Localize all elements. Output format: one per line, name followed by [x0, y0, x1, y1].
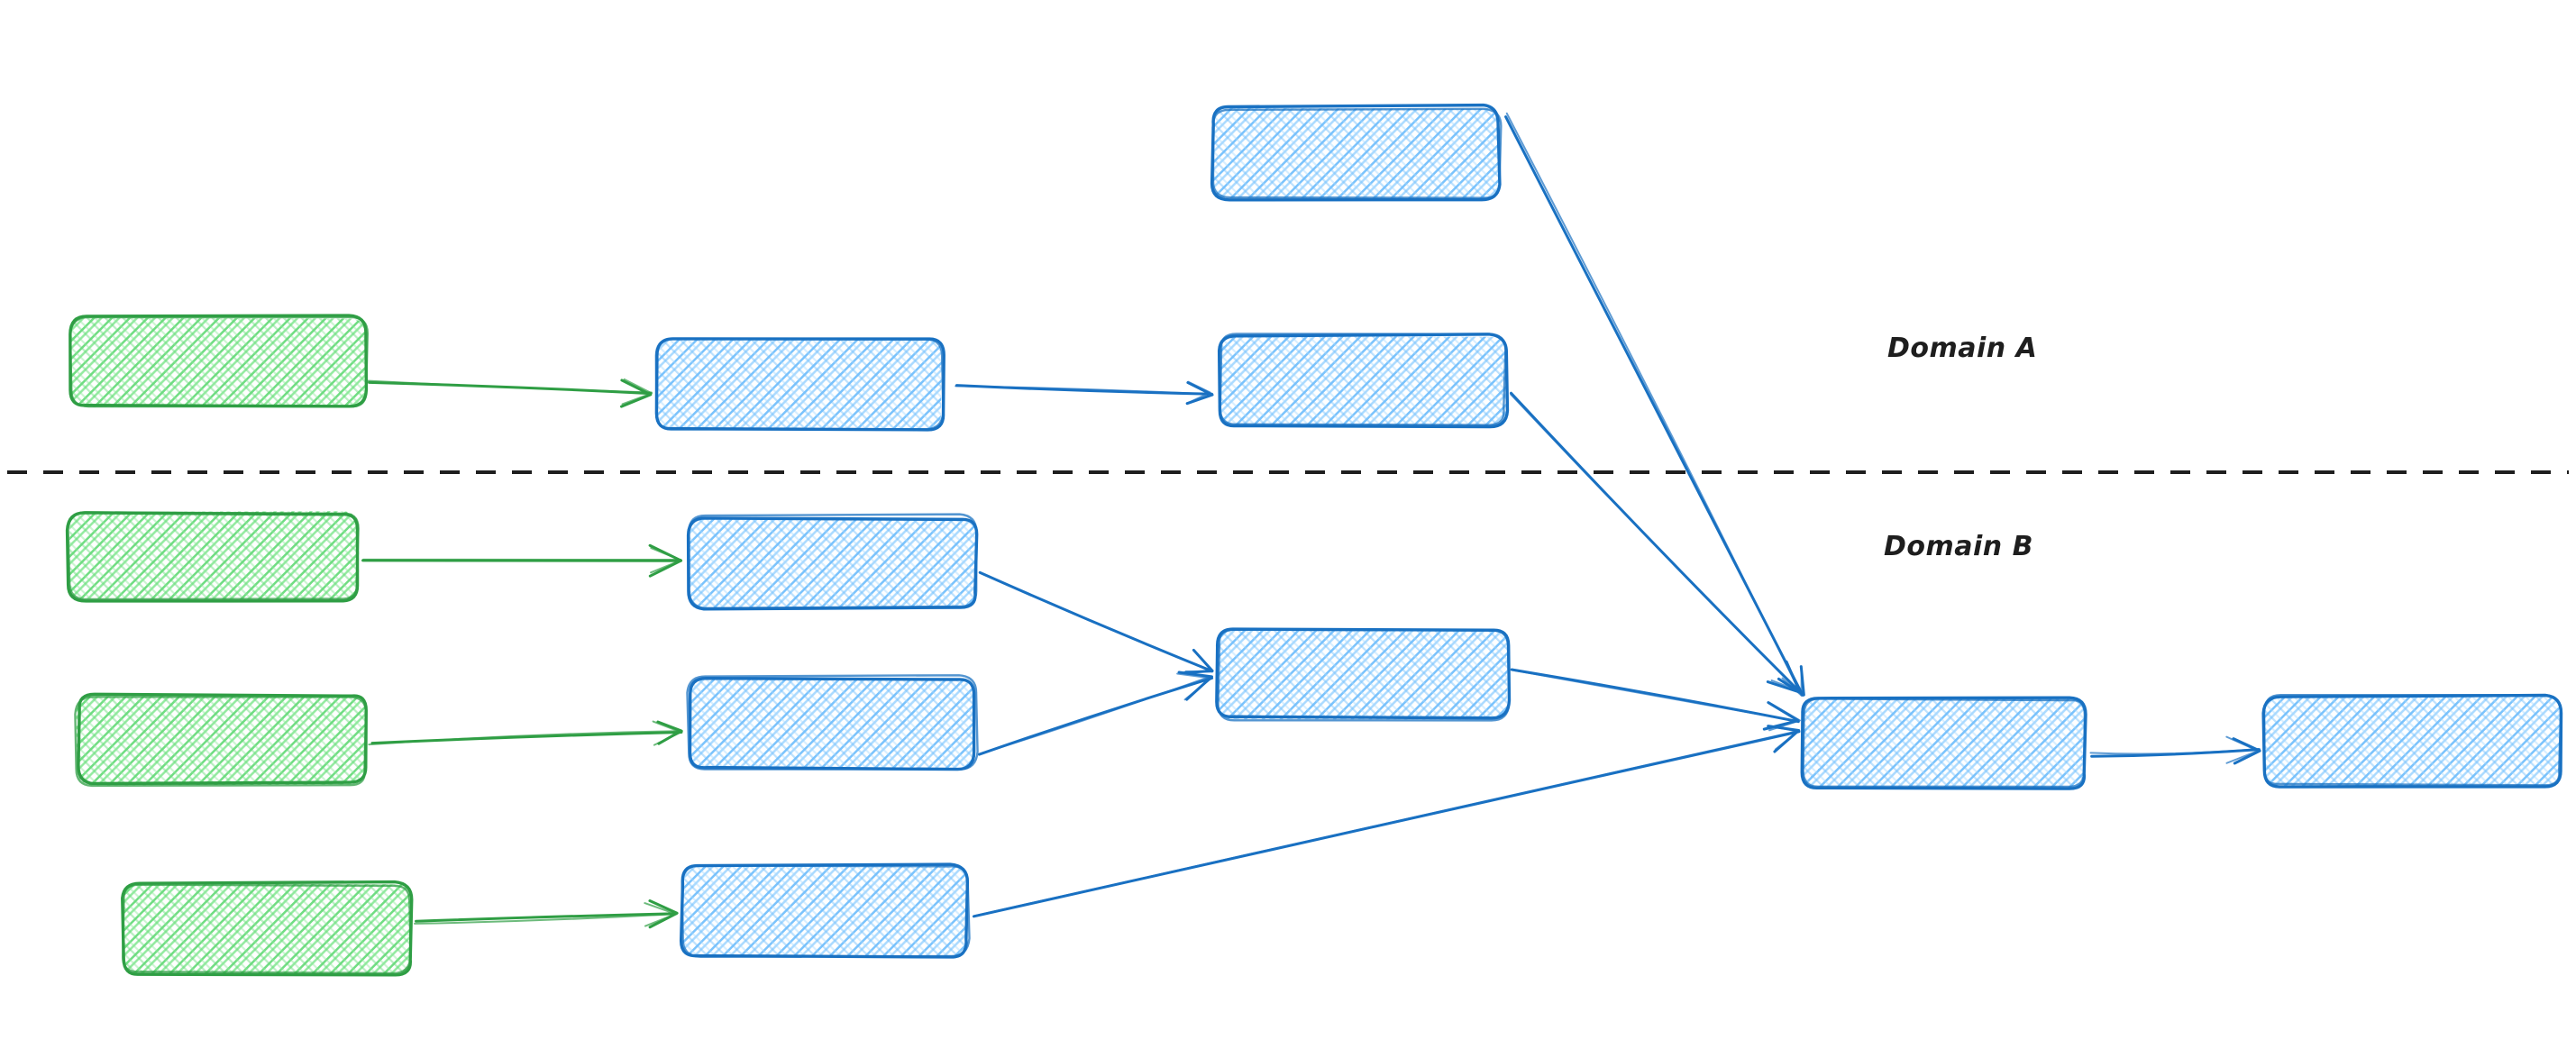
nodes-layer: [65, 103, 2563, 977]
edge-arrow: [1504, 112, 1805, 697]
source-node[interactable]: [121, 880, 414, 977]
process-node[interactable]: [1215, 627, 1512, 722]
domain-label-b: Domain B: [1884, 531, 2033, 562]
edge-arrow: [978, 570, 1214, 674]
edge-arrow: [972, 725, 1801, 918]
process-node[interactable]: [1217, 333, 1510, 429]
labels-layer: Domain A Domain B: [1884, 333, 2037, 562]
source-node[interactable]: [65, 511, 360, 603]
process-node[interactable]: [679, 862, 971, 959]
edge-arrow: [2089, 735, 2261, 765]
edge-arrow: [361, 543, 683, 578]
edge-arrow: [368, 720, 684, 746]
edge-arrow: [978, 670, 1214, 756]
edge-arrow: [365, 378, 653, 408]
edge-arrow: [1510, 391, 1802, 694]
edge-arrow: [955, 380, 1214, 406]
edge-arrow: [1510, 668, 1801, 732]
domain-label-a: Domain A: [1887, 333, 2037, 364]
edges-layer: [361, 112, 2261, 929]
edge-arrow: [414, 899, 679, 929]
process-node[interactable]: [2261, 693, 2563, 789]
process-node[interactable]: [1210, 103, 1503, 202]
source-node[interactable]: [69, 314, 370, 408]
process-node[interactable]: [1800, 696, 2087, 790]
source-node[interactable]: [74, 692, 368, 788]
process-node[interactable]: [686, 674, 979, 771]
process-node[interactable]: [686, 513, 979, 611]
process-node[interactable]: [654, 337, 945, 432]
